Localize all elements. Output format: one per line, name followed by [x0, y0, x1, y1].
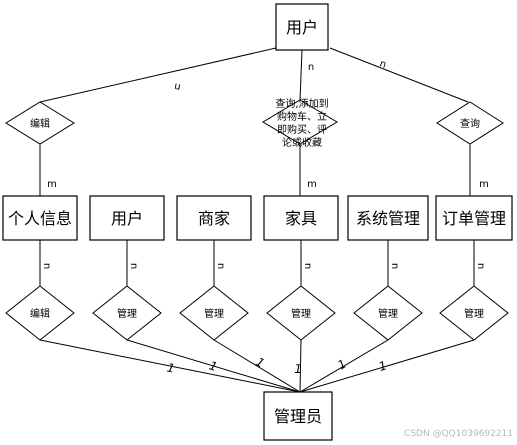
- relation-bottom-4-label: 管理: [291, 307, 311, 320]
- relation-bottom-3: 管理: [179, 285, 249, 341]
- card-rel-admin-6: 1: [377, 358, 389, 374]
- line-rel-admin-2: [126, 339, 301, 393]
- card-mid-rel-1: n: [41, 263, 52, 269]
- relation-edit: 编辑: [5, 101, 75, 145]
- watermark: CSDN @QQ1039692211: [404, 429, 513, 439]
- card-rel-admin-1: 1: [166, 360, 176, 375]
- card-mid-rel-5: n: [389, 263, 400, 269]
- entity-system-admin-label: 系统管理: [356, 209, 420, 228]
- entity-merchant: 商家: [176, 195, 252, 241]
- entity-profile-label: 个人信息: [8, 209, 72, 228]
- entity-profile: 个人信息: [2, 195, 78, 241]
- relation-cart: 查询,添加到 购物车、立 即购买、评 论或收藏: [262, 97, 338, 149]
- entity-order-admin: 订单管理: [435, 195, 513, 241]
- card-rel-admin-2: 1: [207, 358, 219, 374]
- line-user-query: [329, 47, 469, 103]
- relation-bottom-1-label: 编辑: [30, 307, 50, 320]
- relation-cart-label-1: 查询,添加到: [275, 97, 328, 110]
- entity-furniture: 家具: [263, 195, 339, 241]
- card-user-edit: n: [173, 80, 181, 92]
- card-user-query: n: [378, 58, 388, 71]
- card-mid-rel-6: n: [475, 263, 486, 269]
- line-rel-admin-6: [299, 339, 475, 393]
- relation-query: 查询: [436, 101, 504, 145]
- entity-order-admin-label: 订单管理: [442, 209, 506, 228]
- line-rel-admin-5: [299, 339, 389, 393]
- relation-bottom-6-label: 管理: [464, 307, 484, 320]
- card-query-orders: m: [479, 179, 489, 190]
- relation-bottom-2: 管理: [92, 285, 162, 341]
- relation-cart-label-3: 即购买、评: [277, 123, 327, 136]
- entity-administrator-label: 管理员: [274, 407, 322, 426]
- card-mid-rel-4: n: [302, 263, 313, 269]
- line-rel-admin-1: [39, 339, 301, 393]
- line-user-edit: [39, 47, 277, 103]
- card-cart-furniture: m: [307, 179, 317, 190]
- entity-user: 用户: [89, 195, 165, 241]
- card-edit-profile: m: [47, 179, 57, 190]
- card-mid-rel-3: n: [215, 263, 226, 269]
- entity-merchant-label: 商家: [198, 209, 230, 228]
- card-admin-group: 1 1 1 1 1 1: [166, 355, 389, 376]
- card-user-cart: n: [308, 62, 314, 73]
- relation-edit-label: 编辑: [30, 117, 50, 130]
- line-user-cart: [299, 49, 303, 101]
- relation-bottom-4: 管理: [266, 285, 336, 341]
- card-mid-rel-group: n n n n n n: [41, 263, 486, 269]
- connector-lines: [39, 47, 475, 393]
- relation-cart-label-2: 购物车、立: [277, 110, 327, 123]
- relation-bottom-6: 管理: [439, 285, 509, 341]
- entity-user-label: 用户: [111, 209, 143, 228]
- relation-bottom-1: 编辑: [5, 285, 75, 341]
- relation-bottom-5-label: 管理: [378, 307, 398, 320]
- card-rel-admin-4: 1: [294, 362, 302, 376]
- relation-query-label: 查询: [460, 117, 480, 130]
- line-rel-admin-3: [213, 339, 301, 393]
- relation-bottom-5: 管理: [353, 285, 423, 341]
- relation-bottom-2-label: 管理: [117, 307, 137, 320]
- entity-user-top: 用户: [275, 3, 329, 51]
- entity-furniture-label: 家具: [285, 209, 317, 228]
- card-mid-rel-2: n: [128, 263, 139, 269]
- relation-cart-label-4: 论或收藏: [282, 136, 322, 149]
- line-rel-admin-4: [299, 339, 302, 393]
- entity-user-top-label: 用户: [286, 18, 318, 37]
- entity-administrator: 管理员: [263, 391, 333, 441]
- card-rel-admin-3: 1: [253, 355, 267, 371]
- relation-bottom-3-label: 管理: [204, 307, 224, 320]
- entity-system-admin: 系统管理: [347, 195, 429, 241]
